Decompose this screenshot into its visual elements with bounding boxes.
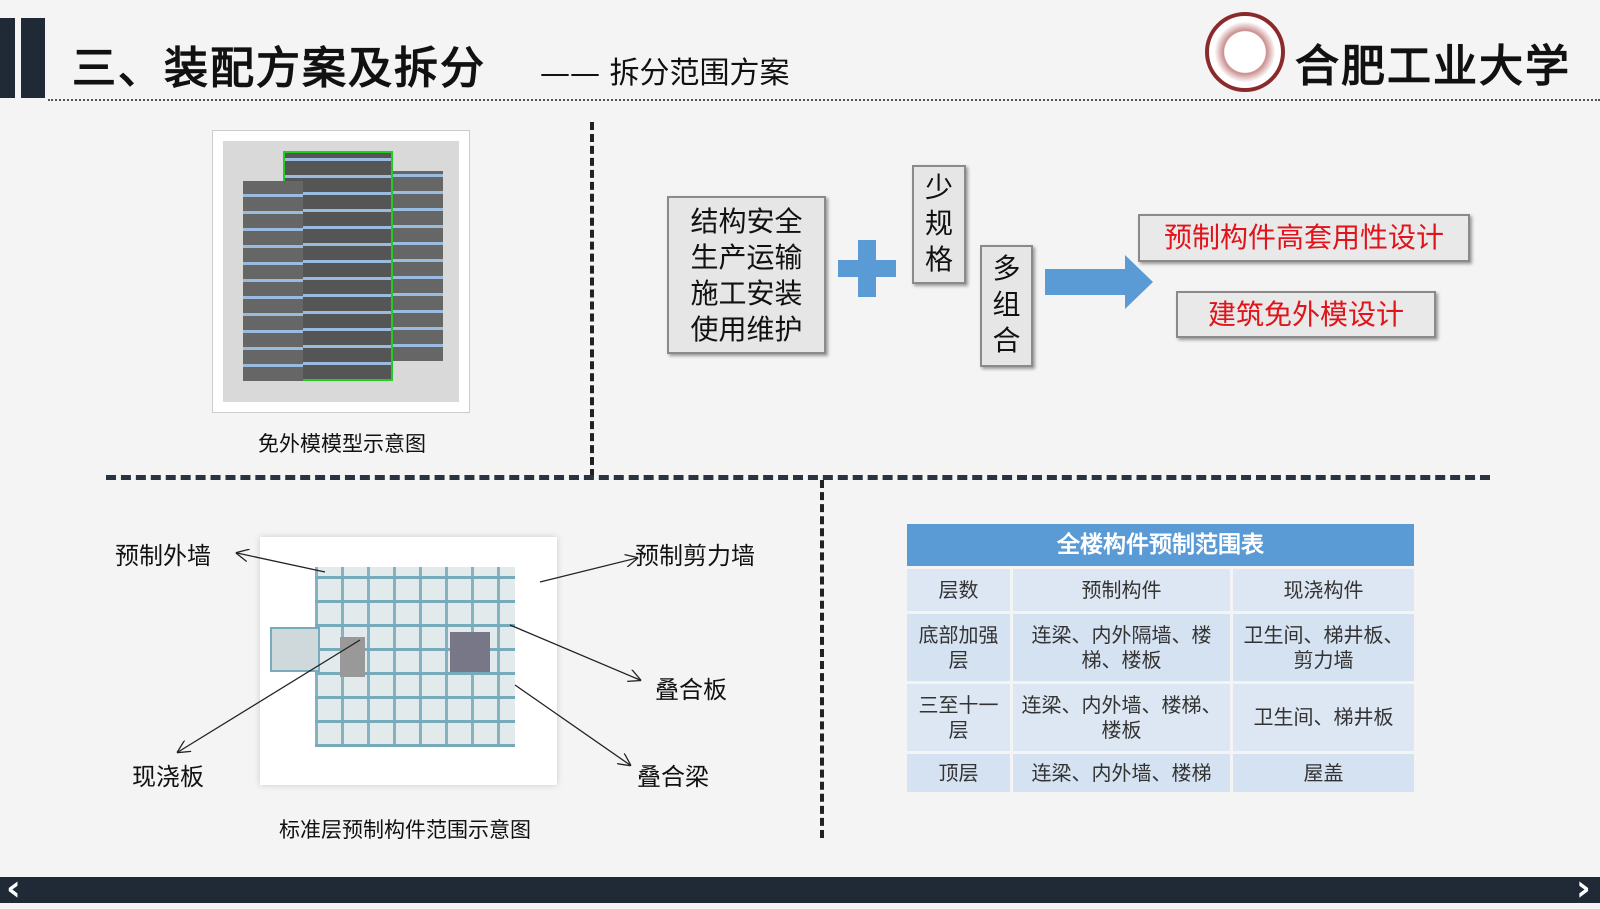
divider <box>820 480 824 838</box>
header-accent-bar <box>0 18 15 98</box>
label-cast-slab: 现浇板 <box>132 763 204 791</box>
few-specs-box: 少规格 <box>912 165 966 284</box>
footer-bar <box>0 877 1600 903</box>
result-box: 建筑免外模设计 <box>1176 291 1436 338</box>
label-composite-slab: 叠合板 <box>655 676 727 704</box>
divider <box>106 475 1490 480</box>
header-accent-bar <box>21 18 45 98</box>
next-slide-button[interactable]: › <box>1576 868 1591 909</box>
prev-slide-button[interactable]: ‹ <box>6 868 21 909</box>
table-row: 顶层连梁、内外墙、楼梯屋盖 <box>907 754 1414 792</box>
label-composite-beam: 叠合梁 <box>637 763 709 791</box>
table-cell: 顶层 <box>907 754 1010 792</box>
result-box: 预制构件高套用性设计 <box>1138 214 1470 262</box>
floor-plan-image <box>260 537 557 785</box>
university-logo-text: 合肥工业大学 <box>1295 41 1571 92</box>
building-model-caption: 免外模模型示意图 <box>258 432 426 456</box>
table-title: 全楼构件预制范围表 <box>907 524 1414 566</box>
requirements-box: 结构安全生产运输施工安装使用维护 <box>667 196 826 354</box>
right-arrow-icon <box>1045 255 1153 309</box>
table-cell: 连梁、内外隔墙、楼梯、楼板 <box>1013 614 1230 681</box>
table-header: 预制构件 <box>1013 569 1230 611</box>
table-header: 现浇构件 <box>1233 569 1414 611</box>
divider <box>590 122 594 477</box>
table-cell: 屋盖 <box>1233 754 1414 792</box>
multi-combo-box: 多组合 <box>980 245 1033 367</box>
table-cell: 卫生间、梯井板 <box>1233 684 1414 751</box>
prefab-scope-table: 全楼构件预制范围表 层数预制构件现浇构件 底部加强层连梁、内外隔墙、楼梯、楼板卫… <box>904 524 1417 795</box>
table-header: 层数 <box>907 569 1010 611</box>
page-title: 三、装配方案及拆分 <box>72 43 486 94</box>
table-cell: 连梁、内外墙、楼梯 <box>1013 754 1230 792</box>
table-row: 底部加强层连梁、内外隔墙、楼梯、楼板卫生间、梯井板、剪力墙 <box>907 614 1414 681</box>
university-seal-icon <box>1205 12 1285 92</box>
table-cell: 三至十一层 <box>907 684 1010 751</box>
page-subtitle: —— 拆分范围方案 <box>540 56 790 91</box>
table-header-row: 层数预制构件现浇构件 <box>907 569 1414 611</box>
header-divider <box>48 99 1600 101</box>
table-cell: 底部加强层 <box>907 614 1010 681</box>
table-cell: 连梁、内外墙、楼梯、楼板 <box>1013 684 1230 751</box>
label-shear-wall: 预制剪力墙 <box>635 542 755 570</box>
table-cell: 卫生间、梯井板、剪力墙 <box>1233 614 1414 681</box>
building-model-image <box>212 130 470 413</box>
label-ext-wall: 预制外墙 <box>115 542 211 570</box>
table-row: 三至十一层连梁、内外墙、楼梯、楼板卫生间、梯井板 <box>907 684 1414 751</box>
floor-plan-caption: 标准层预制构件范围示意图 <box>279 818 531 842</box>
plus-icon <box>838 240 896 297</box>
